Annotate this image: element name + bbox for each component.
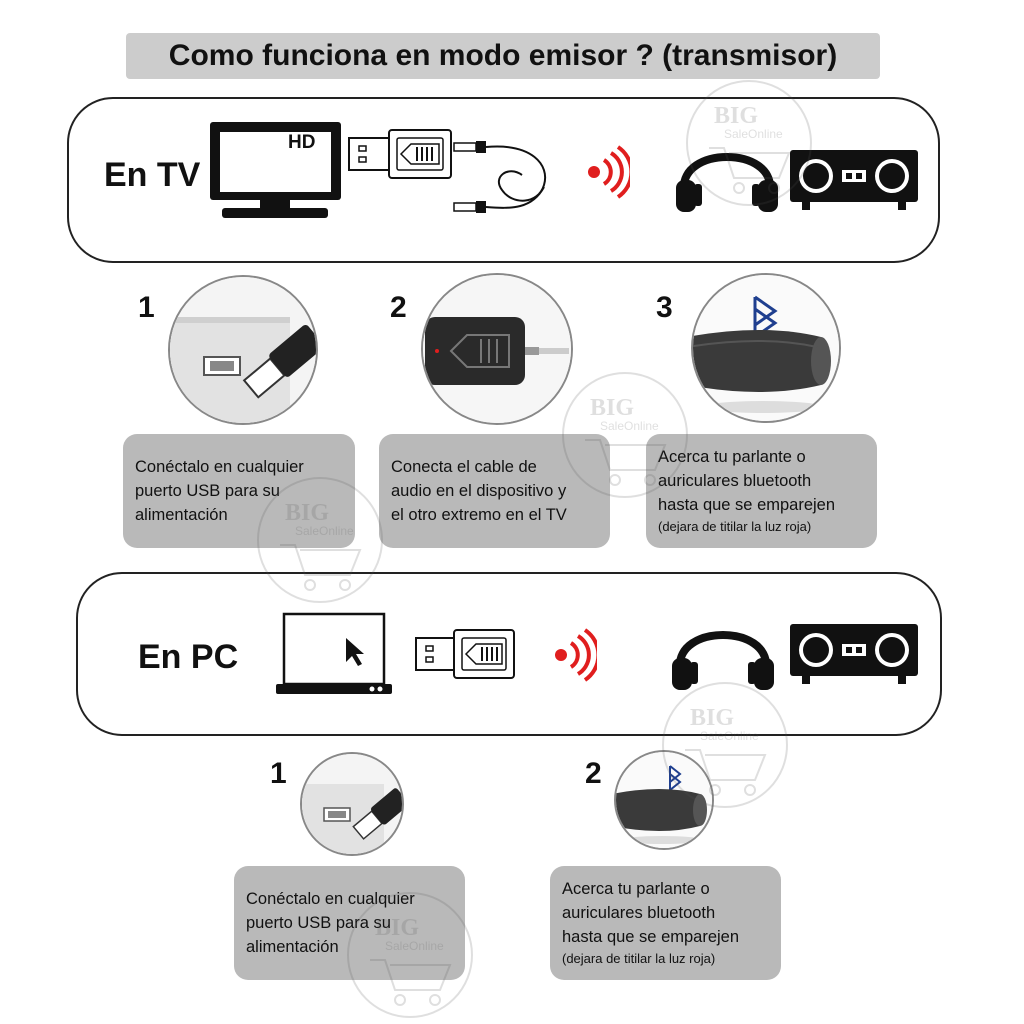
watermark-logo: BIG SaleOnline (255, 475, 385, 605)
pc-step-1-number: 1 (270, 757, 287, 790)
tv-step-3-note: (dejara de titilar la luz roja) (658, 519, 812, 534)
page-title: Como funciona en modo emisor ? (transmis… (126, 33, 880, 79)
watermark-logo: BIG SaleOnline (345, 890, 475, 1020)
watermark-logo: BIG SaleOnline (684, 78, 814, 208)
tv-step-3-line-3: hasta que se emparejen (658, 496, 836, 514)
pc-step-1-line-2: puerto USB para su (246, 914, 391, 932)
tv-step-1-line-3: alimentación (135, 506, 228, 524)
tv-step-1-textbox: Conéctalo en cualquier puerto USB para s… (123, 434, 355, 548)
tv-step-2-line-1: Conecta el cable de (391, 458, 537, 476)
tv-panel-label: En TV (104, 156, 201, 194)
laptop-icon (274, 612, 394, 698)
tv-step-2-line-3: el otro extremo en el TV (391, 506, 567, 524)
tv-icon (208, 120, 343, 222)
usb-dongle-icon (414, 628, 518, 680)
tv-step-2-number: 2 (390, 291, 407, 324)
watermark-logo: BIG SaleOnline (660, 680, 790, 810)
tv-step-2-line-2: audio en el dispositivo y (391, 482, 567, 500)
pc-step-2-line-3: hasta que se emparejen (562, 928, 740, 946)
pc-step-2-photo (614, 750, 714, 850)
bluetooth-icon (753, 295, 778, 340)
pc-step-1-line-1: Conéctalo en cualquier (246, 890, 415, 908)
svg-text:SaleOnline: SaleOnline (700, 729, 759, 743)
tv-step-1-line-1: Conéctalo en cualquier (135, 458, 304, 476)
tv-step-3-textbox: Acerca tu parlante o auriculares bluetoo… (646, 434, 877, 548)
pc-step-1-photo (300, 752, 404, 856)
signal-waves-icon (586, 145, 630, 199)
audio-cable-icon (452, 135, 552, 223)
pc-step-2-note: (dejara de titilar la luz roja) (562, 951, 716, 966)
pc-step-2-line-1: Acerca tu parlante o (562, 880, 710, 898)
headphones-icon (668, 610, 778, 694)
svg-text:SaleOnline: SaleOnline (295, 524, 354, 538)
tv-step-1-photo (168, 275, 318, 425)
pc-step-2-line-2: auriculares bluetooth (562, 904, 716, 922)
tv-step-2-photo (421, 273, 573, 425)
tv-step-3-number: 3 (656, 291, 673, 324)
tv-step-3-line-2: auriculares bluetooth (658, 472, 812, 490)
pc-panel-label: En PC (138, 638, 239, 676)
svg-text:BIG: BIG (285, 500, 329, 526)
headphones-icon (672, 132, 782, 216)
bluetooth-icon (669, 765, 682, 793)
svg-text:BIG: BIG (590, 395, 634, 421)
svg-text:SaleOnline: SaleOnline (385, 939, 444, 953)
stereo-speaker-icon (788, 148, 920, 212)
svg-text:BIG: BIG (714, 103, 758, 129)
svg-text:SaleOnline: SaleOnline (724, 127, 783, 141)
pc-step-2-textbox: Acerca tu parlante o auriculares bluetoo… (550, 866, 781, 980)
svg-text:BIG: BIG (375, 915, 419, 941)
tv-step-1-line-2: puerto USB para su (135, 482, 280, 500)
tv-step-2-textbox: Conecta el cable de audio en el disposit… (379, 434, 610, 548)
usb-dongle-icon (347, 128, 455, 180)
pc-step-2-number: 2 (585, 757, 602, 790)
svg-text:BIG: BIG (690, 705, 734, 731)
tv-step-1-number: 1 (138, 291, 155, 324)
signal-waves-icon (553, 628, 597, 682)
svg-text:SaleOnline: SaleOnline (600, 419, 659, 433)
pc-step-1-line-3: alimentación (246, 938, 339, 956)
stereo-speaker-icon (788, 622, 920, 686)
tv-hd-badge: HD (288, 132, 316, 153)
watermark-logo: BIG SaleOnline (560, 370, 690, 500)
pc-step-1-textbox: Conéctalo en cualquier puerto USB para s… (234, 866, 465, 980)
tv-step-3-line-1: Acerca tu parlante o (658, 448, 806, 466)
tv-step-3-photo (691, 273, 841, 423)
